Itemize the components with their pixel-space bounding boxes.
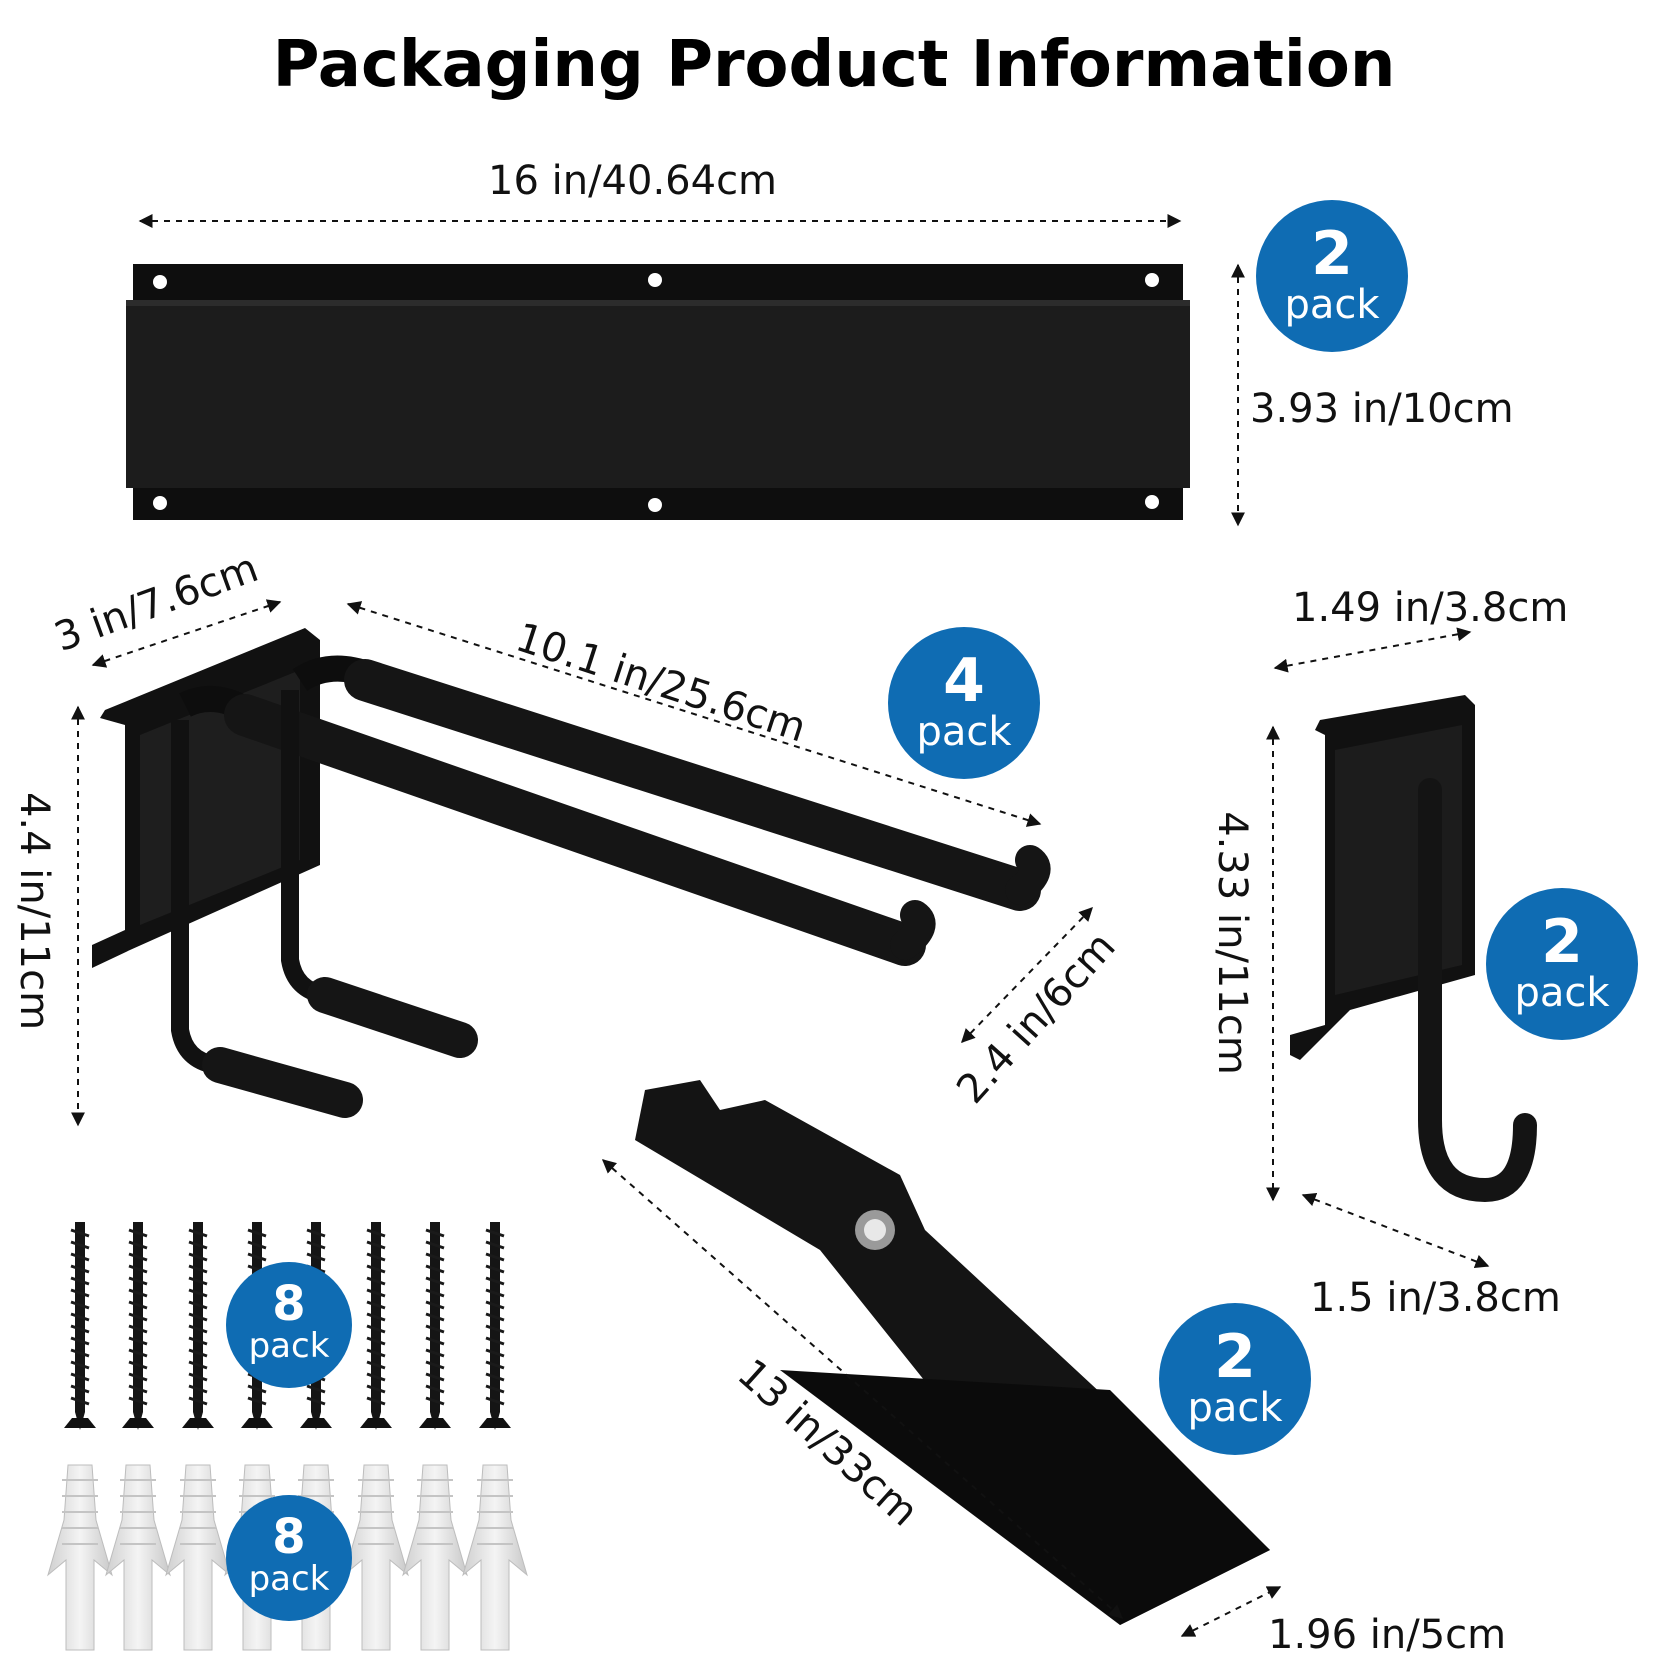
dimension-arrows (71, 214, 1490, 1637)
jhook-bottom-label: 1.5 in/3.8cm (1310, 1275, 1561, 1321)
wall-anchor (402, 1464, 468, 1651)
screw (360, 1222, 392, 1430)
badge-count: 2 (1214, 1322, 1256, 1392)
rail-height-label: 3.93 in/10cm (1250, 386, 1514, 432)
jhook-height-label: 4.33 in/11cm (1208, 811, 1255, 1075)
screw (182, 1222, 214, 1430)
strap-pack-badge: 2 pack (1159, 1303, 1311, 1455)
badge-label: pack (1514, 970, 1610, 1016)
j-hook-pack-badge: 2 pack (1486, 888, 1638, 1040)
wall-rail-image (126, 264, 1190, 520)
badge-count: 2 (1541, 907, 1583, 977)
wall-anchor (462, 1464, 528, 1651)
double-hook-pack-badge: 4 pack (888, 627, 1040, 779)
screw (64, 1222, 96, 1430)
wall-anchor (165, 1464, 231, 1651)
screw (122, 1222, 154, 1430)
screw (419, 1222, 451, 1430)
badge-label: pack (248, 1559, 330, 1599)
hook-height-label: 4.4 in/11cm (11, 791, 58, 1031)
rail-pack-badge: 2 pack (1256, 200, 1408, 352)
strap-width-label: 1.96 in/5cm (1268, 1612, 1507, 1658)
badge-count: 8 (272, 1276, 306, 1332)
badge-count: 8 (272, 1509, 306, 1565)
badge-label: pack (916, 709, 1012, 755)
j-hook-image (1290, 695, 1537, 1203)
page-title: Packaging Product Information (272, 28, 1396, 102)
wall-anchor (343, 1464, 409, 1651)
screws-pack-badge: 8 pack (226, 1262, 352, 1388)
jhook-top-label: 1.49 in/3.8cm (1292, 585, 1569, 631)
wall-anchor (47, 1464, 113, 1651)
badge-label: pack (1284, 282, 1380, 328)
badge-label: pack (248, 1326, 330, 1366)
anchors-pack-badge: 8 pack (226, 1495, 352, 1621)
rail-width-label: 16 in/40.64cm (488, 158, 778, 204)
screw (479, 1222, 511, 1430)
badge-count: 4 (943, 646, 985, 716)
badge-label: pack (1187, 1385, 1283, 1431)
wall-anchor (105, 1464, 171, 1651)
badge-count: 2 (1311, 219, 1353, 289)
